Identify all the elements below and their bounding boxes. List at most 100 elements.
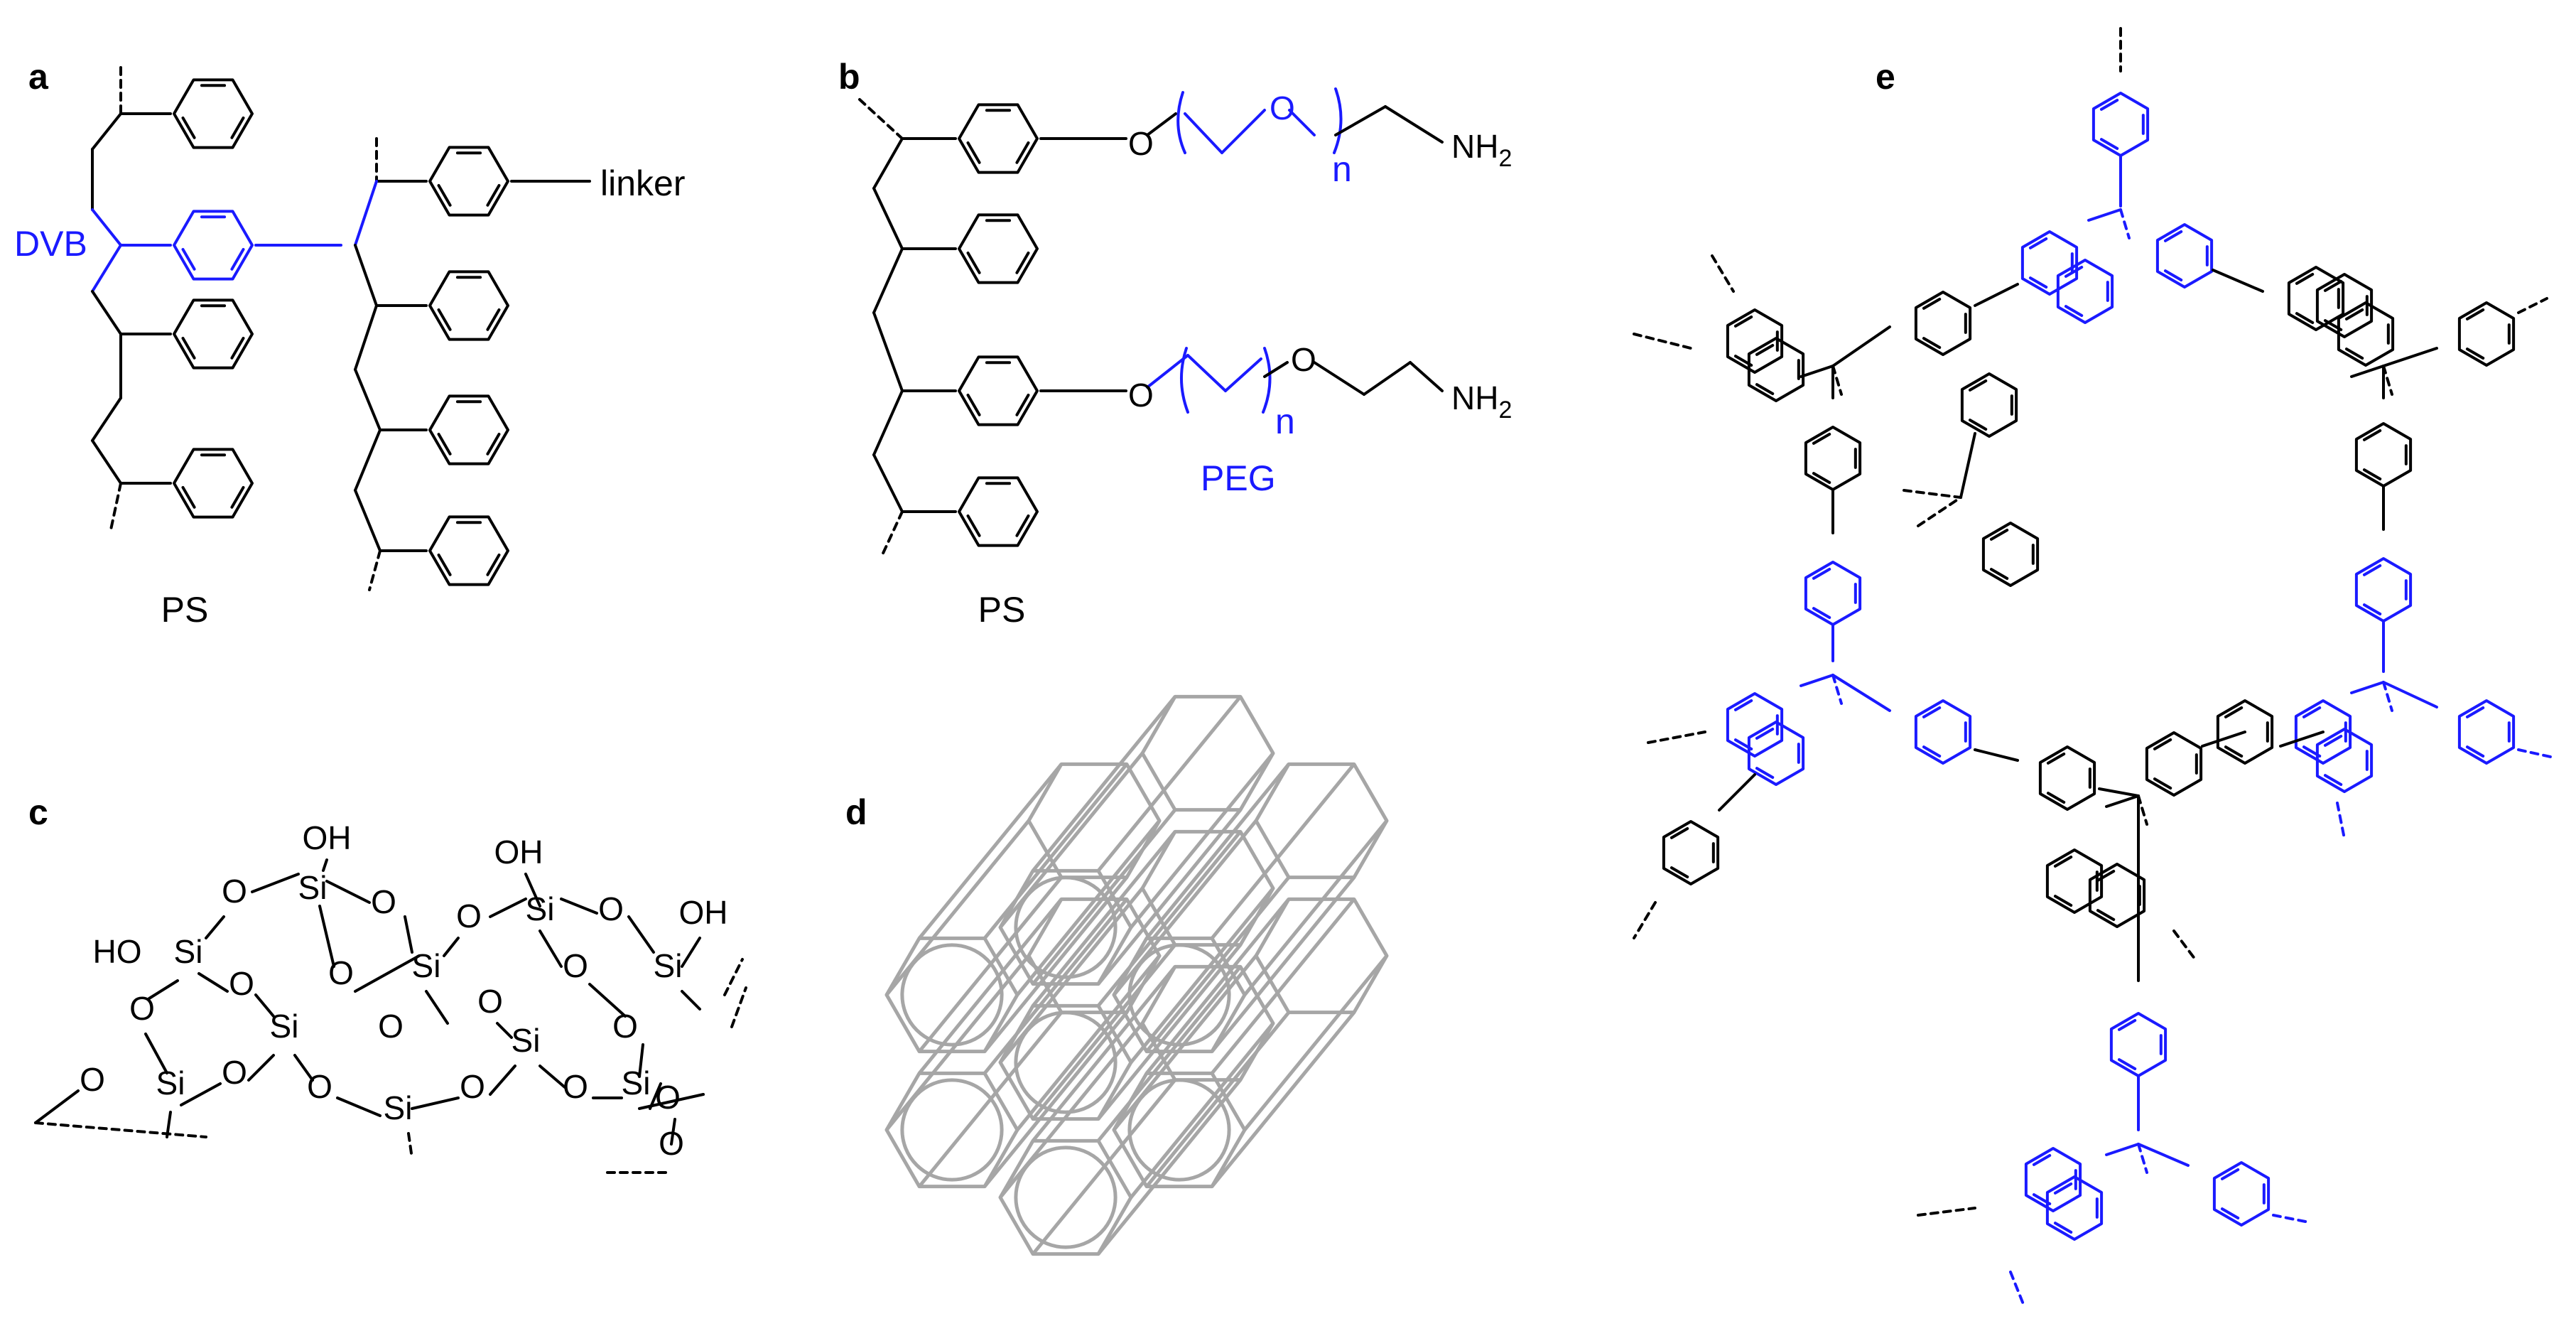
tube-edge — [983, 763, 1128, 939]
ring-outline — [2354, 422, 2413, 487]
silicon-atom: Si — [622, 1065, 651, 1101]
bond-line — [354, 489, 381, 552]
ring-double-bond — [437, 553, 452, 576]
phenyl-ring — [2155, 223, 2214, 289]
si-o-bond — [254, 993, 275, 1018]
tube-edge — [1211, 876, 1355, 1053]
si-o-bond — [293, 1054, 314, 1082]
phenyl-ring — [1726, 692, 1784, 758]
panel-d-mesoporous-honeycomb — [884, 694, 1389, 1256]
ring-double-bond — [1669, 827, 1689, 839]
ring-double-bond — [2295, 312, 2315, 324]
ring-double-bond — [2163, 269, 2183, 281]
si-o-bond — [638, 1043, 644, 1078]
bond-line — [354, 180, 378, 247]
ring-double-bond — [230, 336, 245, 360]
network-continuation-dash — [730, 986, 747, 1028]
ring-double-bond — [1989, 568, 2009, 580]
phenyl-ring — [2045, 1175, 2104, 1241]
bond-line — [681, 990, 701, 1011]
ring-double-bond — [2362, 468, 2382, 480]
chain-end-dash — [1633, 901, 1657, 939]
ring-outline — [173, 78, 254, 149]
tube-edge — [1097, 965, 1242, 1142]
oxygen-atom: O — [456, 898, 482, 934]
ring-double-bond — [966, 141, 981, 164]
si-o-bond — [180, 1082, 222, 1106]
ring-double-bond — [181, 336, 196, 360]
peg-label: PEG — [1201, 458, 1276, 498]
silicon-atom: Si — [156, 1065, 185, 1101]
phenyl-ring — [1914, 699, 1972, 765]
linker-label: linker — [600, 163, 685, 203]
hashed-bond — [2382, 681, 2393, 712]
ring-double-bond — [1015, 514, 1030, 537]
tube-front-face — [884, 1071, 1019, 1189]
silicon-atom: Si — [654, 947, 683, 984]
bond-line — [1831, 325, 1891, 367]
tube-edge — [1243, 954, 1388, 1131]
ring-double-bond — [2362, 429, 2382, 441]
wedge-bond — [2087, 208, 2122, 222]
oxygen-atom: O — [460, 1068, 485, 1105]
bond-line — [91, 439, 122, 485]
ring-double-bond — [2117, 1058, 2137, 1070]
ether-oxygen-2: O — [1128, 377, 1154, 414]
ring-double-bond — [1755, 383, 1775, 395]
tetrahedral-node — [1800, 674, 1843, 705]
si-o-bond — [336, 1096, 381, 1117]
bond-line — [872, 389, 904, 456]
ring-double-bond — [2323, 280, 2343, 292]
tube-front-face — [998, 1138, 1133, 1256]
ring-double-bond — [2096, 870, 2116, 882]
bond-line — [166, 1111, 172, 1138]
ring-double-bond — [2362, 603, 2382, 615]
bond-line — [1363, 361, 1412, 396]
silicon-atom: Si — [384, 1089, 413, 1126]
tube-edge — [1211, 898, 1355, 1074]
ring-double-bond — [2224, 745, 2244, 758]
ether-oxygen-1: O — [1128, 125, 1154, 162]
bond-line — [354, 368, 381, 431]
bond-line — [91, 244, 122, 293]
si-o-bond — [489, 1065, 516, 1096]
wedge-bond — [1800, 365, 1834, 378]
phenol-ring — [958, 355, 1039, 426]
chain-end-dash — [880, 510, 904, 559]
ring-double-bond — [230, 116, 245, 139]
repeat-n-2: n — [1275, 402, 1295, 441]
ring-outline — [173, 210, 254, 281]
ring-double-bond — [2465, 745, 2485, 758]
ring-outline — [2216, 699, 2274, 765]
tube-edge — [1097, 1079, 1242, 1256]
ring-outline — [2457, 301, 2516, 367]
ring-double-bond — [1922, 298, 1942, 310]
tetrahedral-node — [2350, 365, 2393, 396]
oxygen-atom: O — [222, 1054, 247, 1091]
pore-circle — [1127, 1078, 1231, 1182]
bond-line — [354, 304, 378, 371]
panel-c-label: c — [28, 792, 48, 832]
phenyl-ring — [428, 270, 509, 341]
ring-outline — [2091, 92, 2150, 157]
oxygen-atom: O — [477, 983, 503, 1020]
bond-line — [1974, 748, 2019, 762]
ring-double-bond — [2099, 99, 2119, 111]
ring-double-bond — [1922, 745, 1942, 758]
si-o-bond — [524, 873, 541, 907]
pore-circle — [1127, 943, 1231, 1047]
ring-double-bond — [437, 183, 452, 207]
chain-end-dash — [109, 482, 122, 534]
phenyl-ring — [2354, 422, 2413, 487]
repeat-bracket — [1262, 347, 1272, 414]
phenyl-ring — [1804, 426, 1862, 491]
si-o-bond — [560, 898, 598, 915]
si-o-bond — [539, 1065, 566, 1089]
ring-outline — [428, 270, 509, 341]
ring-outline — [958, 103, 1039, 174]
bond-line — [354, 429, 381, 492]
si-o-bond — [496, 1022, 513, 1039]
ring-double-bond — [1812, 433, 1831, 445]
ring-outline — [2337, 301, 2395, 367]
ring-outline — [428, 146, 509, 217]
